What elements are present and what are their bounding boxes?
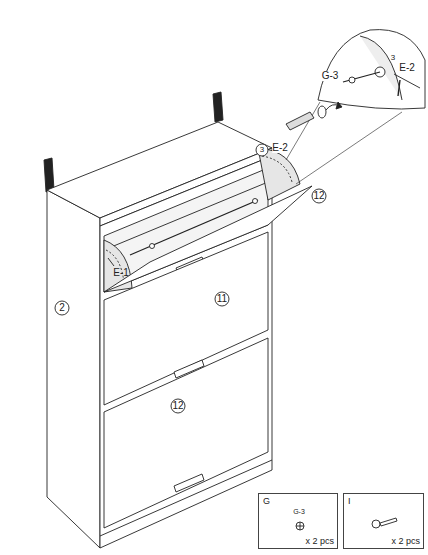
callout-label: 12 xyxy=(313,191,324,201)
side-panel xyxy=(47,190,100,548)
callout-label: 2 xyxy=(59,303,65,313)
detail-screw xyxy=(343,72,380,82)
callout-circle xyxy=(312,189,326,203)
detail-circle xyxy=(318,30,425,109)
bracket-arc xyxy=(262,156,292,182)
detail-bracket xyxy=(360,36,402,100)
callout-label: G-3 xyxy=(322,71,339,81)
callout-circle xyxy=(256,144,268,156)
drawer-front xyxy=(104,338,268,528)
callout-circle xyxy=(171,399,185,413)
handle xyxy=(174,474,204,492)
callout-label: 3 xyxy=(260,146,264,154)
callout-circle xyxy=(215,292,229,306)
part-code: G-3 xyxy=(293,508,305,515)
bracket-arc xyxy=(106,250,124,284)
detail-pin xyxy=(398,80,400,96)
fitting-icon xyxy=(296,522,304,530)
parts-box: Ix 2 pcs xyxy=(343,493,424,549)
arrow-head xyxy=(336,102,342,109)
detail-leader xyxy=(296,112,402,184)
detail-fitting xyxy=(349,77,355,83)
dowel xyxy=(286,112,314,130)
callout-label: E-2 xyxy=(399,63,415,73)
box-letter: G xyxy=(263,497,270,506)
callout-label: 3 xyxy=(391,54,395,62)
rod-fitting xyxy=(150,244,155,249)
wall-strap xyxy=(213,92,223,122)
callout-label: E-2 xyxy=(272,143,288,153)
callout-label: 12 xyxy=(172,401,183,411)
plinth xyxy=(100,460,272,536)
detail-leader xyxy=(286,102,320,160)
box-letter: I xyxy=(348,497,351,506)
wall-strap xyxy=(44,158,54,192)
detail-line xyxy=(394,74,420,88)
callout-label: 11 xyxy=(217,294,227,304)
fitting xyxy=(318,106,326,118)
callout-label: E-1 xyxy=(113,268,129,278)
fitting-icon xyxy=(296,522,304,530)
leader-line xyxy=(108,258,114,266)
screw-icon xyxy=(372,520,380,528)
quantity: x 2 pcs xyxy=(391,537,420,546)
shelf-line xyxy=(104,182,268,250)
callout-circle xyxy=(55,301,69,315)
front-frame xyxy=(100,156,272,548)
screw-icon xyxy=(380,518,397,526)
quantity: x 2 pcs xyxy=(305,537,334,546)
parts-box: G G-3 x 2 pcs xyxy=(258,493,338,549)
rod-fitting xyxy=(253,199,258,204)
